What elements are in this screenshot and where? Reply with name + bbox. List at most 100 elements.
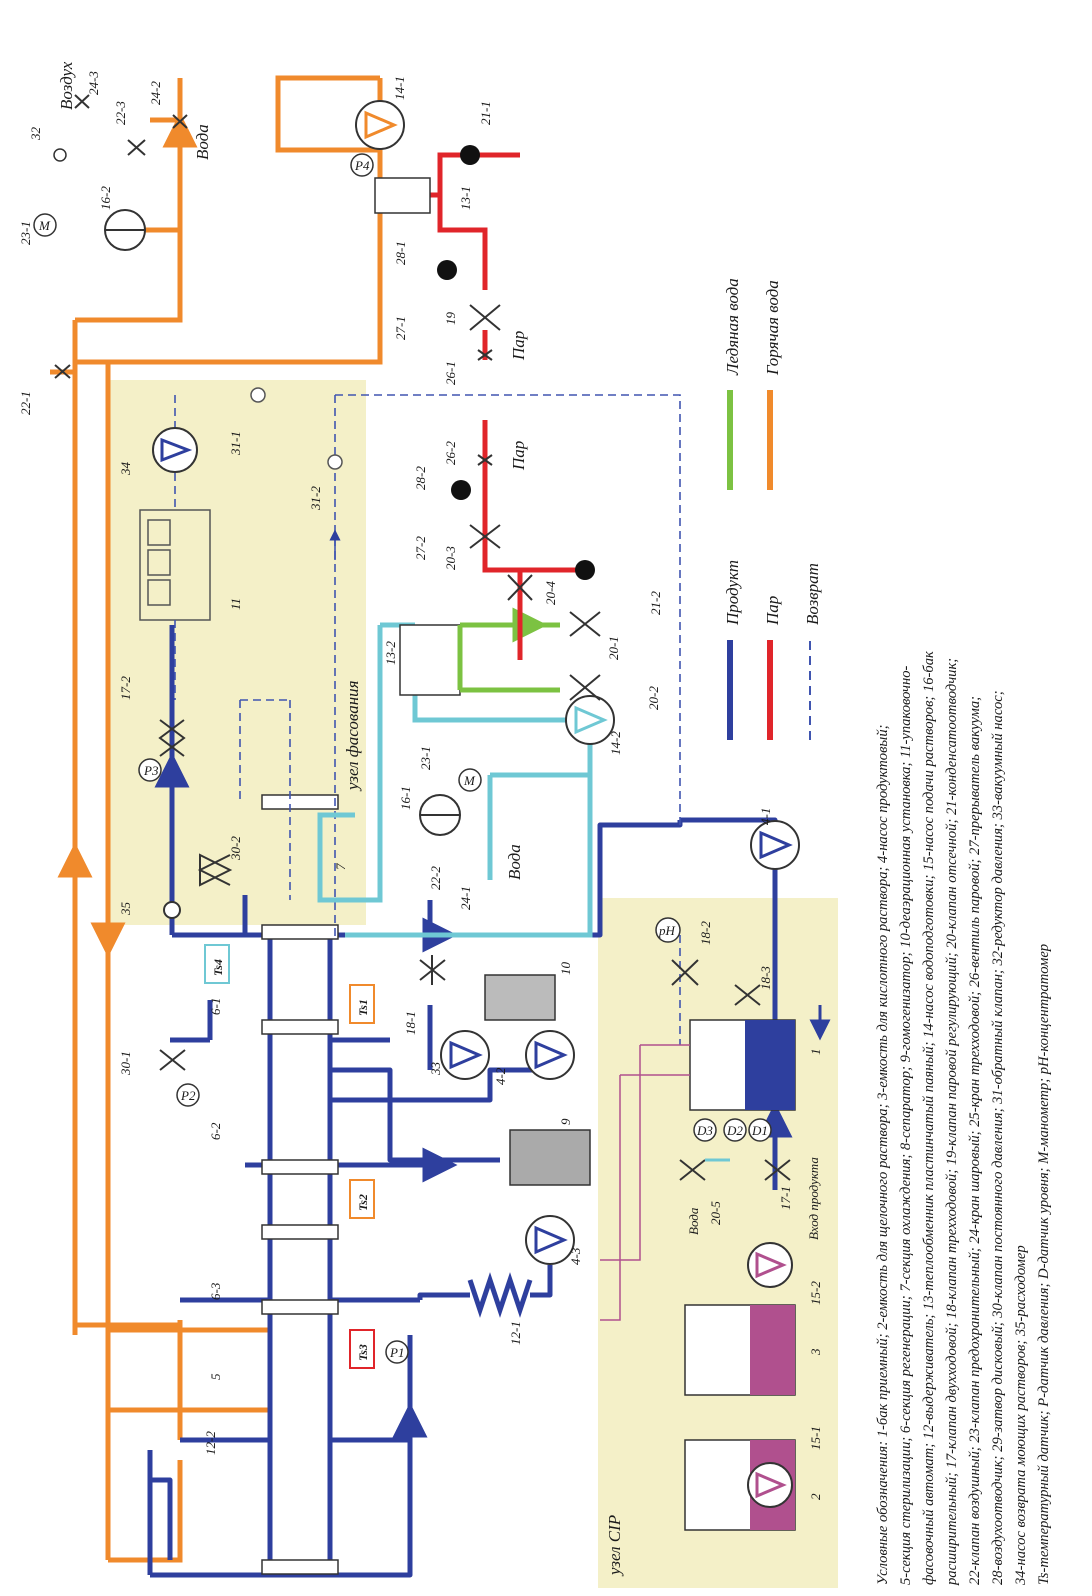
tag-6-2: 6-2 <box>208 1122 223 1140</box>
tag-20-5: 20-5 <box>708 1201 723 1225</box>
tag-4-2: 4-2 <box>493 1067 508 1085</box>
legend-steam-label: Пар <box>763 596 782 626</box>
tag-20-4: 20-4 <box>543 581 558 605</box>
ph-label: pH <box>658 923 676 938</box>
pump-15-1-symbol <box>755 1471 787 1499</box>
equipment-tags: 22-1 23-1 16-2 32 24-3 22-3 24-2 14-1 21… <box>18 71 823 1500</box>
ice-water-lines <box>457 622 560 693</box>
valve-19 <box>469 304 501 331</box>
tag-3: 3 <box>808 1348 823 1356</box>
tag-21-2: 21-2 <box>648 591 663 615</box>
legend-return-label: Возврат <box>803 563 822 625</box>
tag-17-2: 17-2 <box>118 676 133 700</box>
air-label: Воздух <box>57 61 76 110</box>
temp-sensor-ts3 <box>349 1329 375 1369</box>
pressure-sensor-p2 <box>176 1083 200 1107</box>
ts4-label: Ts4 <box>211 959 225 976</box>
caption-line-4: расширительный; 17-клапан двухходовой; 1… <box>944 658 960 1586</box>
legend-product-label: Продукт <box>723 560 742 626</box>
p2-label: P2 <box>180 1088 196 1103</box>
plate-hx-13-2 <box>399 624 461 696</box>
caption: Условные обозначения: 1-бак приемный; 2-… <box>875 651 1052 1586</box>
tag-23-1a: 23-1 <box>18 221 33 245</box>
water-mid-label: Вода <box>505 844 524 880</box>
tag-28-2: 28-2 <box>413 466 428 490</box>
cyan-water-lines <box>317 622 593 938</box>
tag-14-2: 14-2 <box>608 731 623 755</box>
caption-line-3: фасовочный автомат; 12-выдерживатель; 13… <box>921 651 937 1585</box>
tag-27-2: 27-2 <box>413 536 428 560</box>
manometer-m-mid-label: M <box>463 773 476 788</box>
packing-cell <box>147 519 171 546</box>
tag-22-3: 22-3 <box>113 101 128 125</box>
hot-water-connections <box>50 100 383 1560</box>
tag-22-1: 22-1 <box>18 391 33 415</box>
pump-4-2-symbol <box>534 1040 568 1070</box>
caption-line-7: 34-насос возврата моющих растворов; 35-р… <box>1013 1245 1029 1586</box>
tag-13-2: 13-2 <box>383 641 398 665</box>
pump-34 <box>152 427 198 473</box>
level-sensor-d1 <box>748 1118 772 1142</box>
caption-line-2: 5-секция стерилизации; 6-секция регенера… <box>898 665 914 1585</box>
d1-label: D1 <box>751 1123 768 1138</box>
packing-zone: узел фасования <box>108 380 366 925</box>
packing-zone-label: узел фасования <box>343 680 362 792</box>
tag-6-1: 6-1 <box>208 998 223 1015</box>
tag-30-2: 30-2 <box>228 836 243 861</box>
tag-15-2: 15-2 <box>808 1281 823 1305</box>
valve-18-2 <box>671 959 699 986</box>
tag-31-1: 31-1 <box>228 431 243 456</box>
pump-34-symbol <box>160 437 193 463</box>
valve-24-2 <box>172 114 188 129</box>
tag-32: 32 <box>28 127 43 142</box>
valve-17-1 <box>764 1159 791 1181</box>
tag-13-1: 13-1 <box>458 186 473 210</box>
tag-12-1: 12-1 <box>508 1321 523 1345</box>
tag-28-1: 28-1 <box>393 241 408 265</box>
product-heat-exchanger-columns <box>267 935 333 1575</box>
legend: Продукт Пар Возврат Ледяная вода Горячая… <box>723 278 822 740</box>
manometer-m-mid <box>458 768 482 792</box>
flowmeter-35 <box>163 901 181 919</box>
tag-33: 33 <box>428 1062 443 1077</box>
valve-18-1 <box>419 955 446 985</box>
tag-35: 35 <box>118 902 133 917</box>
regeneration-exchanger <box>261 794 339 1575</box>
level-sensor-d2 <box>723 1118 747 1142</box>
legend-hot-water-label: Горячая вода <box>763 280 782 376</box>
deaerator-10 <box>484 974 556 1021</box>
tag-34: 34 <box>118 462 133 477</box>
caption-line-6: 28-воздухоотводчик; 29-затвор дисковый; … <box>990 690 1006 1585</box>
tag-27-1: 27-1 <box>393 316 408 340</box>
pressure-sensor-p3 <box>138 758 162 782</box>
tag-23-1b: 23-1 <box>418 746 433 770</box>
air-vent-28-1 <box>437 260 457 280</box>
packing-cell <box>147 549 171 576</box>
valve-20-1 <box>569 611 601 637</box>
p3-label: P3 <box>143 763 159 778</box>
tag-5: 5 <box>208 1373 223 1380</box>
pump-33-symbol <box>449 1040 483 1070</box>
tag-24-2: 24-2 <box>148 81 163 105</box>
valve-22-1 <box>54 364 71 379</box>
pressure-reducer-32 <box>53 148 67 162</box>
pump-4-3-symbol <box>534 1225 568 1255</box>
tag-21-1: 21-1 <box>478 101 493 125</box>
condensate-trap-21-2 <box>575 560 595 580</box>
valve-30-2 <box>197 853 233 887</box>
tag-7: 7 <box>333 863 348 870</box>
tag-24-3: 24-3 <box>86 71 101 95</box>
valve-17-2 <box>158 719 186 757</box>
air-vent-28-2 <box>451 480 471 500</box>
tag-6-3: 6-3 <box>208 1282 223 1300</box>
check-valve-31-2 <box>327 454 343 470</box>
tag-30-1: 30-1 <box>118 1051 133 1076</box>
ph-meter <box>655 917 681 943</box>
caption-line-5: 22-клапан воздушный; 23-клапан предохран… <box>967 696 983 1585</box>
pump-4-1-symbol <box>759 830 793 860</box>
steam-label-2: Пар <box>509 441 528 471</box>
tag-19: 19 <box>443 312 458 326</box>
tag-14-1: 14-1 <box>392 76 407 100</box>
tag-9: 9 <box>558 1118 573 1125</box>
